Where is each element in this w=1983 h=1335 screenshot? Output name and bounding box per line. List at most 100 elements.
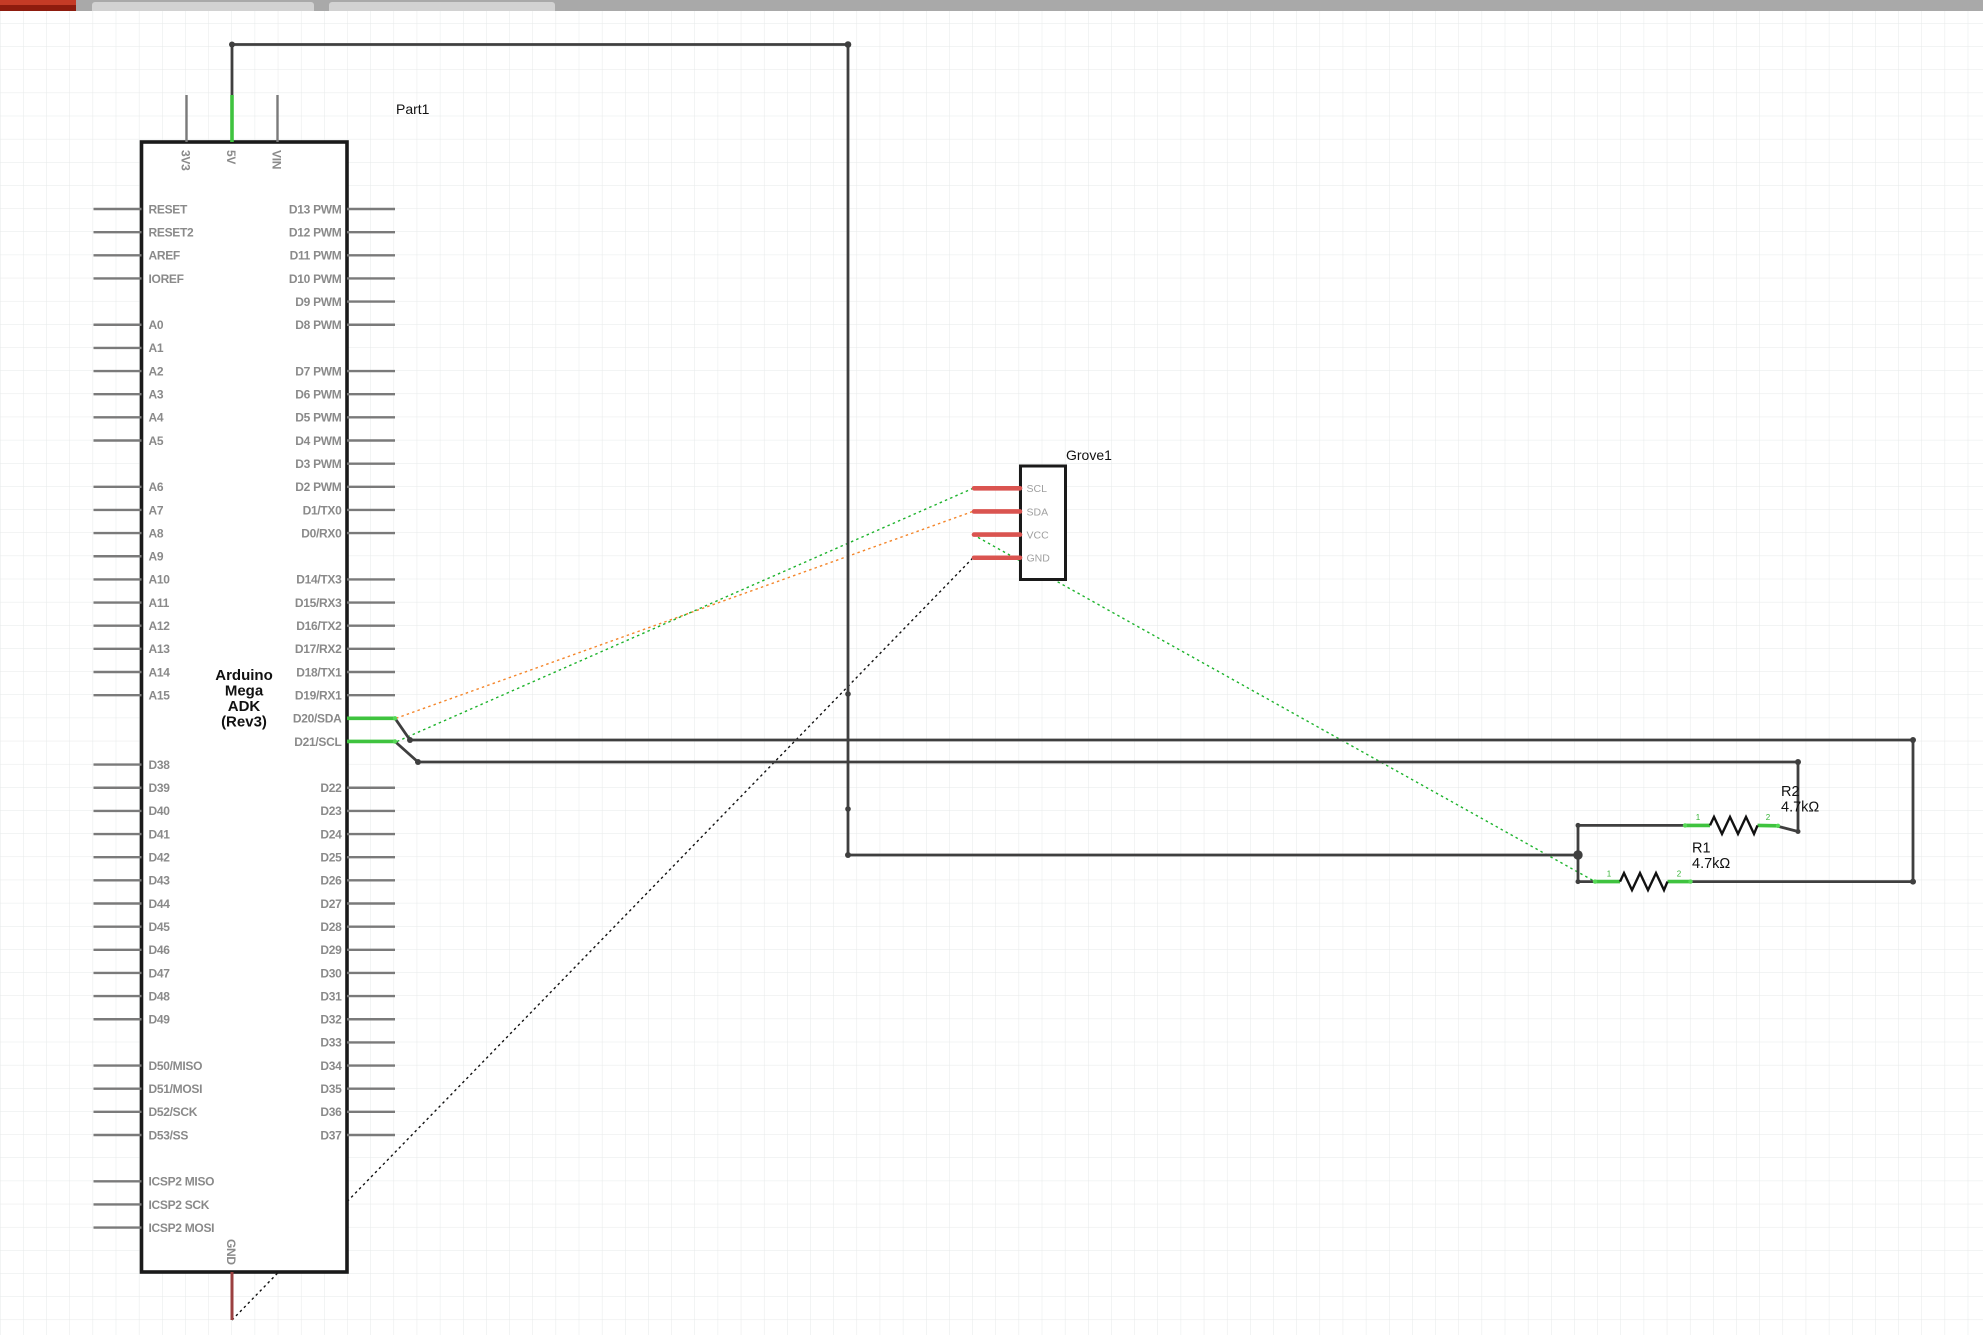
- r1-value-label[interactable]: 4.7kΩ: [1692, 856, 1730, 872]
- scl-endpoint: [392, 739, 398, 744]
- arduino-pin-label: D37: [320, 1128, 342, 1142]
- bendpoint[interactable]: [1795, 759, 1801, 765]
- bendpoint[interactable]: [1910, 737, 1916, 743]
- r1-pin2-number: 2: [1677, 870, 1682, 879]
- bendpoint[interactable]: [229, 41, 235, 48]
- arduino-pin-label: D39: [149, 781, 171, 795]
- window-top-bar: [0, 0, 1983, 11]
- r1-ref-label[interactable]: R1: [1692, 841, 1711, 857]
- arduino-pin-label: D42: [149, 851, 171, 865]
- arduino-pin-label: A9: [149, 550, 164, 564]
- junction-dot[interactable]: [1573, 850, 1583, 860]
- grove-body[interactable]: [1019, 464, 1067, 581]
- arduino-pin-label: D32: [320, 1013, 342, 1027]
- r2-value-label[interactable]: 4.7kΩ: [1781, 800, 1819, 816]
- arduino-pin-label: A13: [149, 642, 171, 656]
- part1-label[interactable]: Part1: [396, 101, 430, 117]
- arduino-pin-label: D6 PWM: [295, 388, 342, 402]
- connection-endpoints: [392, 716, 398, 744]
- arduino-title-line1: Arduino: [215, 667, 273, 684]
- arduino-pin-label: D5 PWM: [295, 411, 342, 425]
- arduino-pin-label: D14/TX3: [296, 573, 342, 587]
- arduino-title-line3: ADK: [228, 698, 261, 715]
- arduino-pin-label: D9 PWM: [295, 295, 342, 309]
- arduino-pin-label: RESET: [149, 202, 188, 216]
- arduino-pin-label: D49: [149, 1013, 171, 1027]
- arduino-pin-label: ICSP2 SCK: [149, 1198, 210, 1212]
- bendpoint[interactable]: [415, 759, 421, 765]
- arduino-pin-label: D29: [320, 943, 342, 957]
- arduino-pin-label: D11 PWM: [290, 249, 342, 263]
- arduino-pin-label: D45: [149, 920, 171, 934]
- grove-label[interactable]: Grove1: [1066, 447, 1112, 463]
- arduino-pin-label: D51/MOSI: [149, 1082, 203, 1096]
- arduino-pin-label: A3: [149, 388, 164, 402]
- arduino-pin-label: 3V3: [179, 150, 193, 171]
- arduino-pin-label: A4: [149, 411, 164, 425]
- bendpoint[interactable]: [1795, 829, 1801, 834]
- r1-pin2-endpoint: [1688, 879, 1693, 884]
- arduino-pin-label: D13 PWM: [289, 202, 342, 216]
- arduino-pin-label: A14: [149, 665, 171, 679]
- arduino-part[interactable]: Arduino Mega ADK (Rev3) RESETRESET2AREFI…: [93, 95, 396, 1320]
- arduino-pin-label: D7 PWM: [295, 364, 342, 378]
- arduino-pin-label: D24: [320, 827, 342, 841]
- r1-zigzag[interactable]: [1618, 870, 1669, 894]
- resistor-r2[interactable]: R2 4.7kΩ 1 2: [1682, 784, 1820, 837]
- ratsnest-scl-green[interactable]: [396, 487, 974, 743]
- ratsnest-vcc-green[interactable]: [972, 533, 1596, 883]
- arduino-pin-label: D41: [149, 827, 171, 841]
- arduino-pin-label: A8: [149, 526, 164, 540]
- arduino-pin-label: VIN: [270, 150, 284, 169]
- grove-pin-label: SCL: [1027, 483, 1048, 495]
- bendpoint[interactable]: [845, 852, 851, 858]
- arduino-pin-label: D48: [149, 989, 171, 1003]
- arduino-body[interactable]: [139, 140, 349, 1274]
- bendpoint[interactable]: [845, 806, 851, 812]
- arduino-title-line2: Mega: [225, 683, 264, 700]
- arduino-pin-label: A15: [149, 688, 171, 702]
- arduino-pin-label: D26: [320, 874, 342, 888]
- app-icon-red[interactable]: [0, 0, 76, 11]
- bendpoint[interactable]: [1910, 878, 1916, 885]
- window-tab-2[interactable]: [329, 2, 555, 11]
- arduino-pin-label: D34: [320, 1059, 342, 1073]
- bendpoint[interactable]: [845, 691, 851, 697]
- arduino-pin-label: D25: [320, 851, 342, 865]
- arduino-pin-label: D53/SS: [149, 1128, 189, 1142]
- arduino-pin-label: D35: [320, 1082, 342, 1096]
- r1-pin1-endpoint: [1592, 879, 1598, 884]
- arduino-pin-label: D46: [149, 943, 171, 957]
- arduino-pins-top: 3V3 5V VIN: [179, 95, 284, 171]
- arduino-pins-bottom: GND: [224, 1239, 238, 1320]
- r2-ref-label[interactable]: R2: [1781, 784, 1800, 800]
- arduino-pin-label: A11: [149, 596, 170, 610]
- arduino-pin-label: D10 PWM: [289, 272, 342, 286]
- bendpoint[interactable]: [1575, 879, 1581, 885]
- bendpoint[interactable]: [407, 737, 413, 743]
- arduino-pin-label: ICSP2 MOSI: [149, 1221, 215, 1235]
- arduino-pins-left: RESETRESET2AREFIOREFA0A1A2A3A4A5A6A7A8A9…: [93, 202, 215, 1235]
- bendpoint[interactable]: [1575, 822, 1581, 828]
- bendpoint[interactable]: [844, 41, 852, 48]
- arduino-pin-label: D19/RX1: [295, 688, 342, 702]
- arduino-pin-label: GND: [224, 1239, 238, 1265]
- arduino-pin-label: D27: [320, 897, 342, 911]
- arduino-pin-label: D0/RX0: [301, 526, 342, 540]
- arduino-pin-label: D8 PWM: [295, 318, 342, 332]
- window-tab-1[interactable]: [92, 2, 314, 11]
- arduino-title-line4: (Rev3): [221, 714, 267, 731]
- arduino-pin-label: AREF: [149, 249, 180, 263]
- resistor-r1[interactable]: R1 4.7kΩ 1 2: [1592, 841, 1731, 894]
- ratsnest-gnd-black[interactable]: [231, 557, 974, 1321]
- arduino-pin-label: D50/MISO: [149, 1059, 203, 1073]
- arduino-pin-label: 5V: [224, 150, 238, 164]
- sda-endpoint: [392, 716, 398, 721]
- r2-zigzag[interactable]: [1708, 814, 1759, 837]
- arduino-pin-label: D23: [320, 804, 342, 818]
- arduino-pin-label: A7: [149, 503, 164, 517]
- arduino-pin-label: D12 PWM: [289, 225, 342, 239]
